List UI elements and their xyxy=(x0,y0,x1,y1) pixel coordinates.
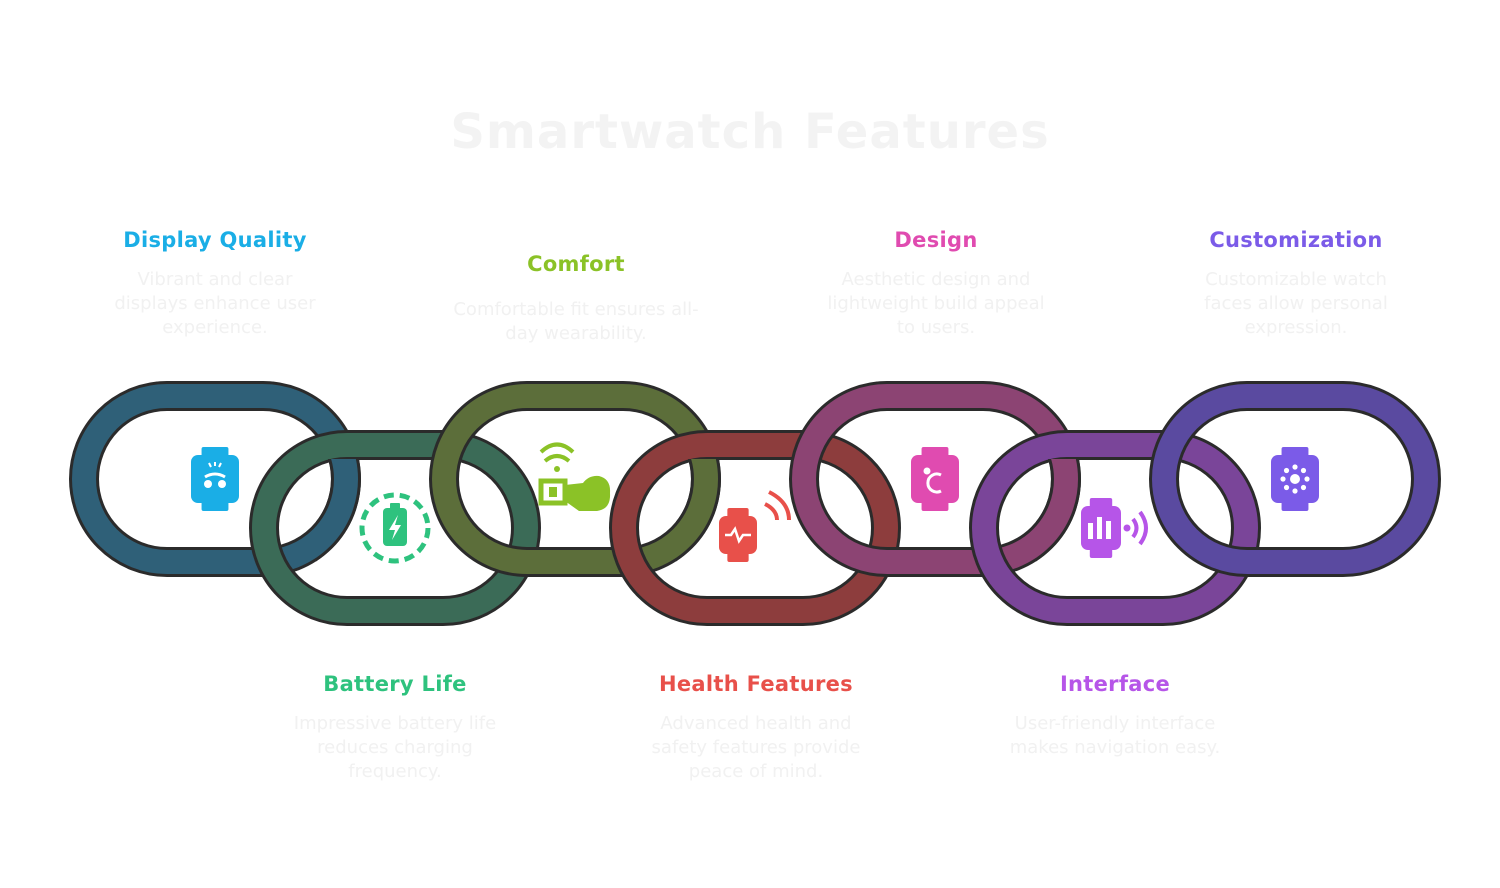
chain-link-overlap xyxy=(676,459,721,562)
feature-comfort: Comfort Comfortable fit ensures all-day … xyxy=(446,252,706,346)
feature-design: Design Aesthetic design and lightweight … xyxy=(806,228,1066,340)
watch-custom-face-icon xyxy=(1271,447,1319,511)
feature-customization: Customization Customizable watch faces a… xyxy=(1166,228,1426,340)
feature-description: User-friendly interface makes navigation… xyxy=(1009,713,1221,758)
feature-description: Advanced health and safety features prov… xyxy=(651,713,861,782)
chain-link xyxy=(969,430,1261,626)
feature-title: Comfort xyxy=(527,252,625,276)
feature-title: Design xyxy=(894,228,978,252)
battery-charging-icon xyxy=(359,492,431,564)
feature-title: Customization xyxy=(1209,228,1383,252)
feature-description: Vibrant and clear displays enhance user … xyxy=(114,269,316,338)
watch-sound-waves-icon xyxy=(1081,498,1148,558)
chain-link-overlap xyxy=(316,459,361,562)
chain-link-overlap xyxy=(1036,459,1081,562)
watch-moon-face-icon xyxy=(911,447,959,511)
wrist-wearable-signal-icon xyxy=(538,442,611,511)
feature-interface: Interface User-friendly interface makes … xyxy=(985,672,1245,760)
feature-description: Aesthetic design and lightweight build a… xyxy=(827,269,1045,338)
chain-link xyxy=(609,430,901,626)
feature-description: Comfortable fit ensures all-day wearabil… xyxy=(453,299,699,344)
feature-battery-life: Battery Life Impressive battery life red… xyxy=(265,672,525,784)
chain-link xyxy=(1149,381,1441,577)
feature-display-quality: Display Quality Vibrant and clear displa… xyxy=(85,228,345,340)
feature-title: Battery Life xyxy=(323,672,467,696)
feature-health-features: Health Features Advanced health and safe… xyxy=(626,672,886,784)
smartwatch-screen-icon xyxy=(191,447,239,511)
feature-title: Health Features xyxy=(659,672,853,696)
chain-link xyxy=(249,430,541,626)
diagram-title: Smartwatch Features xyxy=(450,104,1050,160)
feature-description: Impressive battery life reduces charging… xyxy=(293,713,497,782)
heart-rate-watch-icon xyxy=(719,490,791,562)
chain-link xyxy=(429,381,721,577)
feature-title: Interface xyxy=(1059,672,1171,696)
feature-title: Display Quality xyxy=(123,228,307,252)
feature-description: Customizable watch faces allow personal … xyxy=(1204,269,1388,338)
